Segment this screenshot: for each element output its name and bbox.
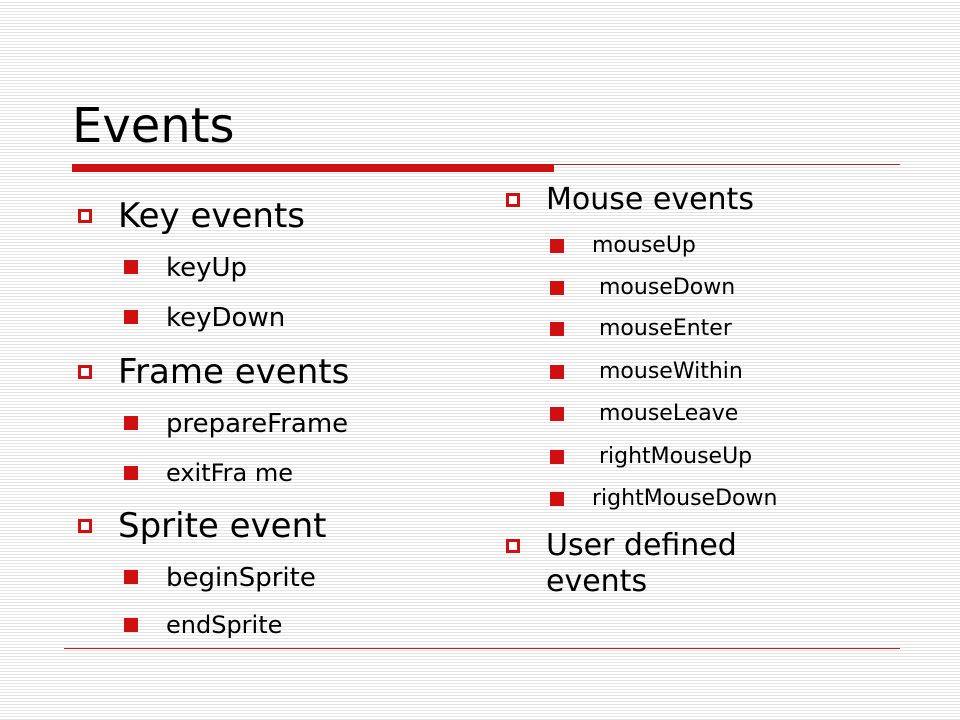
hollow-square-bullet-icon [78,209,92,223]
sub-bullet-label: mouseWithin [592,359,743,384]
sub-bullet-label: endSprite [166,611,283,639]
filled-square-bullet-icon [550,281,564,295]
bullet-label: Sprite event [118,506,327,546]
sub-bullet-label: exitFra me [166,459,294,487]
filled-square-bullet-icon [124,416,138,430]
hollow-square-bullet-icon [506,539,520,553]
footer-rule [64,648,900,649]
filled-square-bullet-icon [124,310,138,324]
sub-bullet-label: keyUp [166,253,248,283]
filled-square-bullet-icon [550,492,564,506]
filled-square-bullet-icon [550,365,564,379]
sub-bullet-label: keyDown [166,303,286,333]
bullet-label: Key events [118,196,305,236]
sub-bullet-label: mouseLeave [592,401,739,426]
bullet-label: Frame events [118,352,350,392]
title-underline-accent [72,164,554,172]
filled-square-bullet-icon [124,466,138,480]
filled-square-bullet-icon [550,450,564,464]
filled-square-bullet-icon [550,322,564,336]
sub-bullet-label: rightMouseUp [592,444,753,469]
slide-title: Events [72,98,235,154]
sub-bullet-label: mouseDown [592,275,736,300]
sub-bullet-label: prepareFrame [166,409,349,439]
sub-bullet-label: mouseUp [592,233,696,258]
hollow-square-bullet-icon [78,519,92,533]
sub-bullet-label: rightMouseDown [592,486,778,511]
hollow-square-bullet-icon [506,193,520,207]
sub-bullet-label: beginSprite [166,563,316,593]
bullet-label: User defined events [546,528,737,599]
sub-bullet-label: mouseEnter [592,316,732,341]
title-underline-thin [550,164,900,165]
filled-square-bullet-icon [124,570,138,584]
filled-square-bullet-icon [124,618,138,632]
filled-square-bullet-icon [550,239,564,253]
filled-square-bullet-icon [124,260,138,274]
hollow-square-bullet-icon [78,365,92,379]
bullet-label: Mouse events [546,182,754,217]
filled-square-bullet-icon [550,407,564,421]
